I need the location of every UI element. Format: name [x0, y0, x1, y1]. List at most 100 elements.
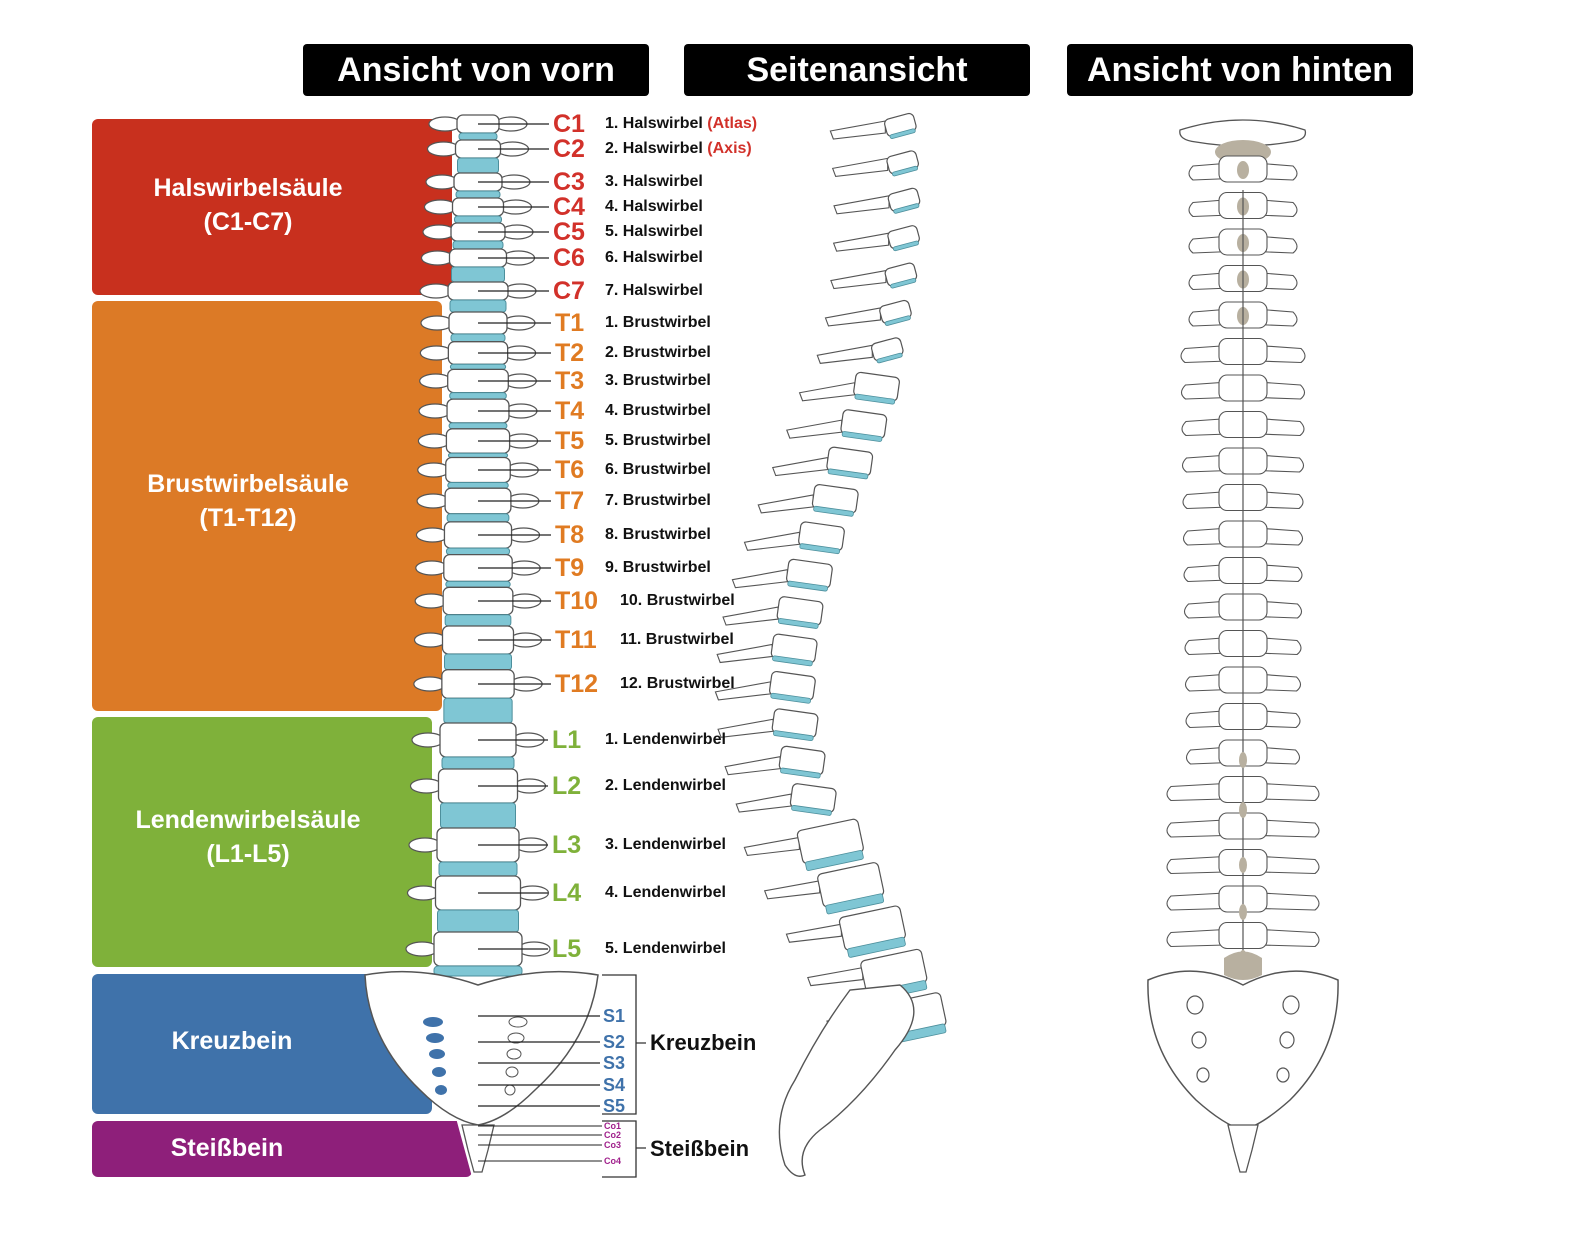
side-spinous-process — [763, 880, 821, 900]
front-process-left — [417, 433, 451, 449]
region-coccyx-label: Steißbein — [170, 1134, 284, 1162]
side-spinous-process — [816, 344, 873, 364]
side-spinous-process — [757, 494, 814, 514]
front-sacral-foramen-left — [435, 1085, 447, 1095]
side-disc — [891, 165, 919, 177]
side-disc — [787, 580, 828, 592]
back-canal — [1237, 161, 1249, 179]
side-disc — [813, 505, 854, 517]
side-spinous-process — [743, 836, 800, 857]
back-sacral-foramen-right — [1276, 1067, 1290, 1083]
region-thoracic-label: Brustwirbelsäule — [147, 470, 349, 498]
side-disc — [890, 278, 917, 289]
side-disc — [884, 315, 911, 326]
front-process-left — [426, 141, 461, 157]
front-view-spine — [364, 114, 599, 1173]
front-disc — [449, 363, 507, 370]
front-process-left — [420, 250, 455, 266]
side-spinous-process — [743, 531, 801, 551]
front-process-left — [423, 199, 458, 215]
front-process-left — [409, 778, 444, 794]
back-sacrum — [1147, 970, 1339, 1131]
side-spinous-process — [731, 569, 788, 589]
front-disc — [458, 132, 498, 141]
side-disc — [893, 203, 920, 214]
side-spinous-process — [735, 793, 792, 813]
side-spinous-process — [833, 195, 890, 215]
back-sacral-foramen-left — [1196, 1067, 1210, 1083]
side-disc — [773, 730, 814, 742]
front-process-left — [411, 732, 445, 748]
front-disc — [433, 965, 523, 977]
side-disc — [854, 393, 896, 405]
front-disc — [447, 482, 509, 489]
front-disc — [448, 422, 508, 430]
region-cervical-range: (C1-C7) — [203, 208, 293, 236]
side-disc — [825, 893, 885, 915]
back-atlas — [1179, 119, 1307, 147]
side-spinous-process — [717, 718, 774, 738]
front-disc — [454, 215, 502, 224]
side-disc — [770, 692, 811, 704]
back-sacral-foramen-left — [1191, 1031, 1207, 1049]
front-disc — [449, 392, 507, 400]
front-disc — [445, 580, 511, 588]
front-process-left — [413, 676, 447, 692]
front-disc — [455, 190, 501, 199]
front-sacral-foramen-left — [429, 1049, 445, 1059]
front-process-left — [414, 593, 448, 609]
region-lumbar: Lendenwirbelsäule (L1-L5) — [92, 717, 432, 967]
front-process-left — [406, 885, 441, 901]
front-process-left — [415, 527, 450, 543]
side-disc — [876, 352, 903, 364]
side-spinous-process — [714, 681, 771, 701]
back-sacral-foramen-left — [1186, 995, 1204, 1015]
side-spinous-process — [832, 232, 890, 252]
side-spinous-process — [785, 923, 842, 943]
side-spinous-process — [798, 382, 856, 402]
back-sacral-foramen-right — [1279, 1031, 1295, 1049]
side-spinous-process — [807, 966, 864, 987]
region-lumbar-range: (L1-L5) — [206, 840, 290, 868]
side-disc — [780, 767, 821, 779]
side-spinous-process — [724, 755, 781, 776]
front-disc — [444, 614, 512, 627]
region-thoracic: Brustwirbelsäule (T1-T12) — [92, 301, 442, 711]
front-sacral-foramen-right — [508, 1016, 528, 1028]
front-disc — [437, 909, 519, 933]
front-process-left — [420, 315, 454, 331]
front-sacral-foramen-left — [423, 1017, 443, 1027]
front-process-left — [418, 403, 452, 419]
front-process-left — [425, 174, 459, 190]
region-cervical-label: Halswirbelsäule — [153, 174, 343, 202]
front-process-left — [422, 224, 456, 240]
side-disc — [777, 618, 819, 629]
coccyx-bracket — [602, 1120, 646, 1178]
back-view-spine — [1147, 119, 1339, 1173]
back-l5-canal — [1224, 951, 1262, 980]
front-sacral-foramen-right — [507, 1032, 525, 1044]
region-sacrum: Kreuzbein — [92, 974, 432, 1114]
front-disc — [457, 157, 499, 174]
region-lumbar-label: Lendenwirbelsäule — [135, 806, 361, 834]
region-cervical: Halswirbelsäule (C1-C7) — [92, 119, 452, 295]
front-sacral-foramen-right — [505, 1066, 519, 1078]
front-process-left — [417, 462, 451, 478]
side-view-spine — [714, 112, 947, 1177]
side-spinous-process — [786, 419, 843, 439]
side-disc — [772, 655, 813, 667]
front-disc — [443, 697, 513, 724]
front-process-left — [419, 345, 453, 361]
side-spinous-process — [716, 643, 773, 664]
front-process-left — [416, 493, 450, 509]
header-back-view: Ansicht von hinten — [1067, 44, 1413, 96]
front-disc — [441, 756, 515, 770]
side-spinous-process — [829, 120, 886, 140]
front-disc — [445, 547, 511, 556]
side-disc — [827, 468, 869, 480]
back-canal — [1239, 752, 1247, 768]
front-process-left — [415, 560, 449, 576]
header-side-view: Seitenansicht — [684, 44, 1030, 96]
front-sacral-foramen-right — [506, 1048, 522, 1060]
side-disc — [841, 431, 883, 442]
